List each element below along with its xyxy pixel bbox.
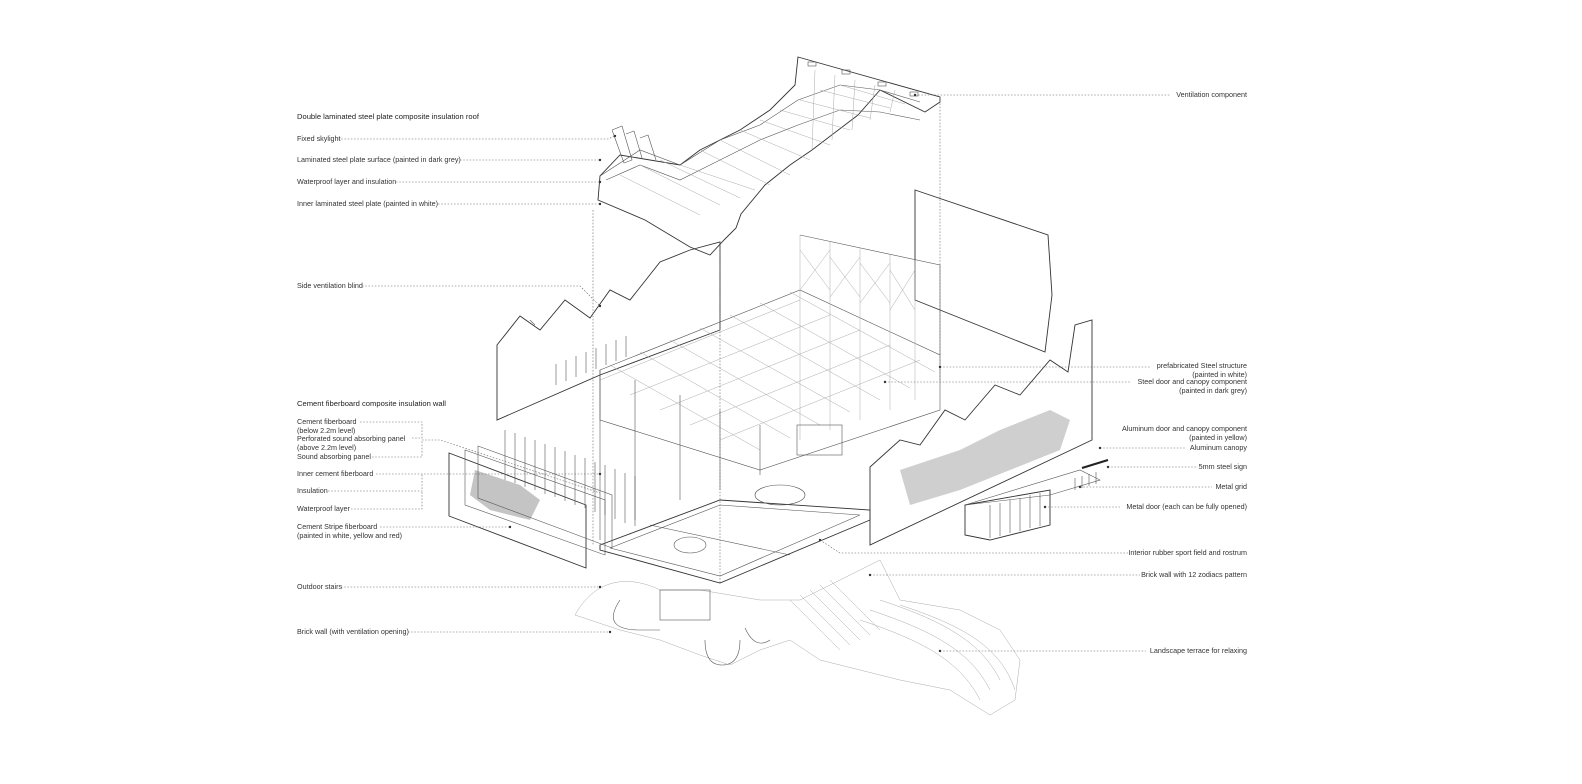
label-sound-panel: Sound absorbing panel [297,452,371,461]
label-roof-heading: Double laminated steel plate composite i… [297,112,479,121]
label-waterproof-insulation: Waterproof layer and insulation [297,177,397,186]
label-metal-door: Metal door (each can be fully opened) [1126,502,1247,511]
side-ventilation-wall [496,241,721,421]
leader-lines-right [592,93,1212,653]
landscape-base [574,559,1021,716]
label-cement-fiberboard: Cement fiberboard (below 2.2m level) [297,417,357,435]
label-steel-door: Steel door and canopy component (painted… [1137,377,1248,395]
sport-field [599,424,871,584]
label-wall-heading: Cement fiberboard composite insulation w… [297,399,446,408]
label-brick-zodiac: Brick wall with 12 zodiacs pattern [1141,570,1247,579]
label-stripe-board: Cement Stripe fiberboard (painted in whi… [297,522,403,540]
label-ventilation-component: Ventilation component [1176,90,1247,99]
wall-cladding-layers [448,430,636,569]
label-insulation: Insulation [297,486,328,495]
label-steel-structure: prefabricated Steel structure (painted i… [1156,361,1247,379]
rear-wall-panel [914,189,1053,353]
label-landscape-terrace: Landscape terrace for relaxing [1149,646,1247,655]
leader-lines-left [328,134,617,634]
label-outdoor-stairs: Outdoor stairs [297,582,343,591]
annex-block [964,458,1109,541]
label-aluminum-heading: Aluminum door and canopy component (pain… [1121,424,1247,442]
label-perforated-panel: Perforated sound absorbing panel (above … [297,434,406,452]
label-inner-cement: Inner cement fiberboard [297,469,374,478]
label-inner-plate: Inner laminated steel plate (painted in … [297,199,439,208]
label-metal-grid: Metal grid [1215,482,1247,491]
label-sport-field: Interior rubber sport field and rostrum [1128,548,1247,557]
label-steel-sign: 5mm steel sign [1198,462,1247,471]
label-fixed-skylight: Fixed skylight [297,134,341,143]
label-brick-wall-vent: Brick wall (with ventilation opening) [297,627,409,636]
label-laminated-surface: Laminated steel plate surface (painted i… [297,155,461,164]
steel-structure [599,234,941,540]
label-waterproof-layer: Waterproof layer [297,504,350,513]
roof-assembly [597,56,941,256]
front-sawtooth-wall [869,319,1093,546]
label-aluminum-canopy: Aluminum canopy [1189,443,1247,452]
label-side-ventilation-blind: Side ventilation blind [297,281,363,290]
